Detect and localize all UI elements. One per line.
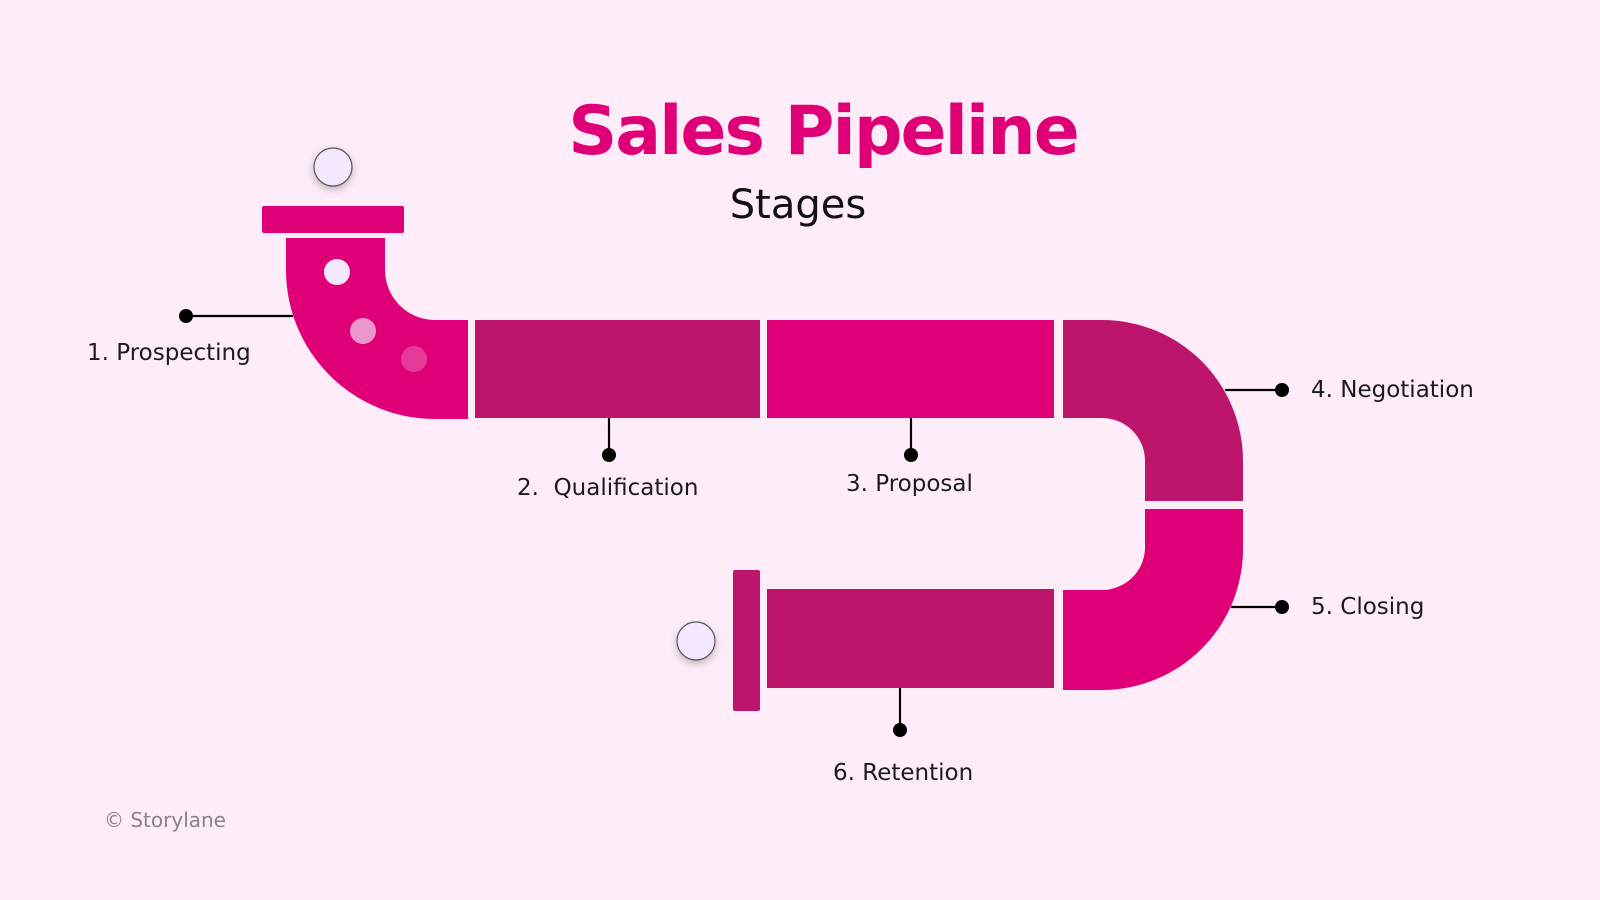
stage-label-closing: 5. Closing [1311, 594, 1425, 620]
stage-label-prospecting: 1. Prospecting [87, 340, 251, 366]
stage-4-negotiation-pipe [1063, 320, 1243, 501]
bubble-icon [324, 259, 350, 285]
connector-stage-2 [602, 418, 616, 462]
stage-1-prospecting-pipe [262, 147, 468, 419]
stage-3-proposal-pipe [767, 320, 1054, 418]
stage-label-retention: 6. Retention [833, 760, 974, 786]
page-title: Sales Pipeline [568, 92, 1080, 171]
stage-2-qualification-pipe [475, 320, 760, 418]
page-subtitle: Stages [0, 182, 1600, 228]
connector-stage-4 [1225, 383, 1289, 397]
inlet-flange [262, 206, 404, 233]
connector-stage-6 [893, 688, 907, 737]
stage-label-negotiation: 4. Negotiation [1311, 377, 1474, 403]
stage-label-proposal: 3. Proposal [846, 471, 973, 497]
floating-ball-icon [313, 147, 353, 187]
connector-stage-3 [904, 418, 918, 462]
outlet-pipe [767, 589, 1054, 688]
connector-stage-5 [1231, 600, 1289, 614]
stage-label-qualification: 2. Qualification [517, 475, 699, 501]
bubble-icon [401, 346, 427, 372]
subtitle-text: Stages [729, 182, 867, 228]
outlet-flange [733, 570, 760, 711]
connector-stage-1 [179, 309, 293, 323]
copyright-footer: © Storylane [104, 808, 226, 832]
stage-5-closing-pipe [1063, 509, 1243, 690]
stage-6-retention-pipe [676, 570, 1054, 711]
floating-ball-icon [676, 621, 716, 661]
inlet-elbow [286, 238, 468, 419]
bubble-icon [350, 318, 376, 344]
